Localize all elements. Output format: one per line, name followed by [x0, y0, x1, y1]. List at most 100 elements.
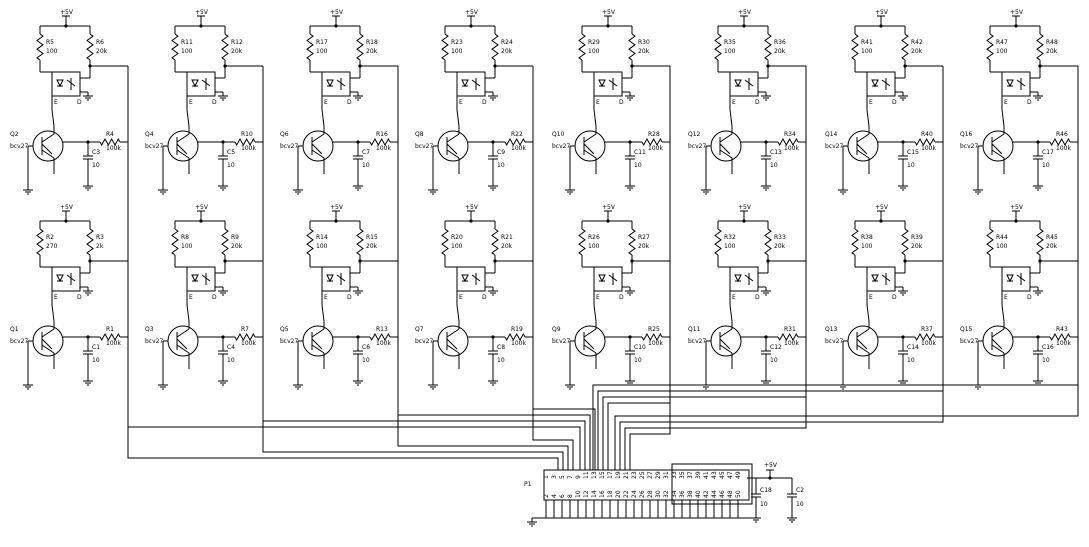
transistor-label: Q2 [10, 131, 19, 138]
capacitor-label: C7 [362, 149, 370, 156]
pin-label: 44 [711, 490, 718, 498]
capacitor-label: C11 [634, 149, 646, 156]
opto-pin-d: D [482, 294, 487, 301]
transistor-label: Q6 [280, 131, 289, 138]
transistor-label: Q13 [825, 326, 838, 333]
supply-label: +5V [1010, 204, 1024, 211]
resistor-label: R44 [996, 234, 1008, 241]
resistor-value: 20k [911, 48, 923, 55]
transistor-label: Q16 [960, 131, 973, 138]
resistor-value: 100 [588, 48, 600, 55]
resistor-label: R33 [774, 234, 786, 241]
capacitor-value: 10 [92, 162, 100, 169]
capacitor-label: C18 [760, 487, 772, 494]
opto-pin-d: D [619, 99, 624, 106]
resistor-label: R12 [231, 39, 243, 46]
opto-pin-d: D [892, 294, 897, 301]
transistor-symbol [32, 130, 64, 162]
pin-label: 32 [663, 490, 670, 498]
capacitor-value: 10 [770, 162, 778, 169]
opto-pin-e: E [1004, 99, 1008, 106]
pin-label: 3 [551, 475, 558, 479]
pin-label: 11 [583, 471, 590, 479]
resistor-label: R42 [911, 39, 923, 46]
pin-label: 35 [679, 471, 686, 479]
resistor-value: 2k [96, 243, 104, 250]
resistor-value: 20k [501, 48, 513, 55]
transistor-value: bcv27 [145, 143, 163, 150]
pin-label: 46 [719, 490, 726, 498]
pin-label: 12 [583, 490, 590, 498]
capacitor-value: 10 [760, 501, 768, 508]
transistor-symbol [710, 130, 742, 162]
opto-pin-e: E [732, 294, 736, 301]
resistor-label: R15 [366, 234, 378, 241]
transistor-symbol [302, 130, 334, 162]
resistor-value: 100 [181, 243, 193, 250]
pin-label: 41 [703, 471, 710, 479]
optocoupler-box [729, 71, 759, 97]
resistor-value: 20k [638, 48, 650, 55]
supply-label: +5V [875, 9, 889, 16]
capacitor-label: C12 [770, 344, 782, 351]
resistor-value: 100 [724, 48, 736, 55]
resistor-label: R27 [638, 234, 650, 241]
pin-label: 5 [559, 475, 566, 479]
supply-label: +5V [330, 204, 344, 211]
transistor-value: bcv27 [825, 338, 843, 345]
transistor-label: Q11 [688, 326, 701, 333]
pin-label: 6 [559, 494, 566, 498]
resistor-value: 20k [1046, 243, 1058, 250]
resistor-value: 100k [241, 145, 256, 152]
resistor-label: R41 [861, 39, 873, 46]
resistor-label: R36 [774, 39, 786, 46]
resistor-value: 100 [861, 243, 873, 250]
transistor-label: Q10 [552, 131, 565, 138]
resistor-label: R14 [316, 234, 328, 241]
capacitor-label: C8 [497, 344, 505, 351]
resistor-value: 100k [511, 340, 526, 347]
resistor-label: R18 [366, 39, 378, 46]
resistor-value: 100k [241, 340, 256, 347]
opto-pin-e: E [189, 294, 193, 301]
pin-label: 20 [615, 490, 622, 498]
pin-label: 21 [623, 471, 630, 479]
opto-pin-d: D [77, 294, 82, 301]
pin-label: 1 [543, 475, 550, 479]
opto-pin-d: D [1027, 99, 1032, 106]
pin-label: 43 [711, 471, 718, 479]
pin-label: 16 [599, 490, 606, 498]
supply-label: +5V [60, 9, 74, 16]
resistor-value: 100k [784, 340, 799, 347]
resistor-value: 100k [376, 145, 391, 152]
opto-pin-e: E [869, 294, 873, 301]
resistor-label: R9 [231, 234, 239, 241]
supply-label: +5V [330, 9, 344, 16]
capacitor-value: 10 [227, 162, 235, 169]
pin-label: 19 [615, 471, 622, 479]
capacitor-value: 10 [497, 162, 505, 169]
opto-pin-e: E [54, 99, 58, 106]
transistor-value: bcv27 [960, 338, 978, 345]
pin-label: 17 [607, 471, 614, 479]
transistor-symbol [847, 325, 879, 357]
opto-pin-e: E [189, 99, 193, 106]
resistor-value: 100k [648, 145, 663, 152]
opto-pin-e: E [1004, 294, 1008, 301]
pin-label: 8 [567, 494, 574, 498]
resistor-value: 20k [774, 48, 786, 55]
pin-label: 18 [607, 490, 614, 498]
resistor-label: R3 [96, 234, 104, 241]
supply-label: +5V [738, 204, 752, 211]
resistor-label: R35 [724, 39, 736, 46]
transistor-value: bcv27 [688, 338, 706, 345]
capacitor-label: C9 [497, 149, 505, 156]
